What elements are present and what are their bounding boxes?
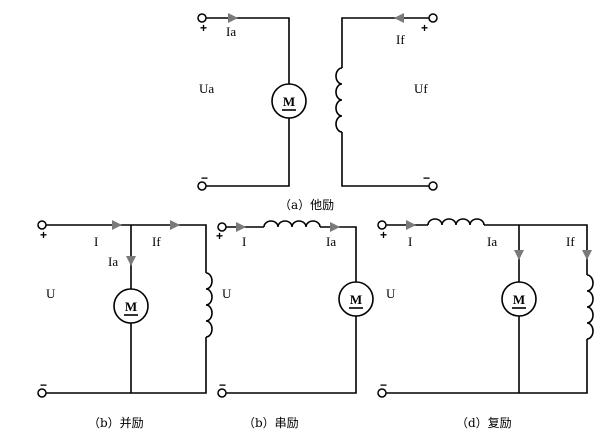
label-ia-a: Ia: [226, 24, 236, 39]
circuit-series-excitation: M + − I Ia U （b）串励: [216, 220, 374, 430]
shunt-field-winding: [205, 272, 213, 338]
plus-sign-d: +: [380, 228, 387, 242]
label-uf: Uf: [414, 81, 428, 96]
plus-sign-b2: +: [216, 229, 223, 243]
caption-a: （a）他励: [279, 198, 334, 212]
motor-label-a: M: [283, 94, 295, 109]
label-u-b1: U: [46, 286, 56, 301]
motor-label-b2: M: [350, 292, 362, 307]
field-positive-terminal: [428, 13, 438, 23]
circuit-shunt-excitation: M + − I If Ia U （b）并励: [37, 220, 213, 430]
motor-label-d: M: [513, 292, 525, 307]
minus-sign-d: −: [380, 378, 387, 392]
shunt-bottom-wire: [46, 337, 207, 394]
caption-b2: （b）串励: [243, 416, 299, 430]
label-ia-b1: Ia: [108, 254, 118, 269]
minus-sign-b1: −: [40, 378, 47, 392]
label-u-d: U: [386, 286, 396, 301]
series-negative-terminal: [217, 388, 227, 398]
caption-b1: （b）并励: [88, 416, 144, 430]
label-ia-d: Ia: [487, 234, 497, 249]
compound-if-arrow: [582, 250, 592, 260]
label-ia-b2: Ia: [326, 234, 336, 249]
motor-label-b1: M: [125, 299, 137, 314]
shunt-if-arrow: [170, 220, 180, 230]
label-i-b2: I: [242, 234, 246, 249]
shunt-negative-terminal: [37, 388, 47, 398]
compound-top-wire-right: [484, 224, 588, 275]
plus-sign-b1: +: [40, 228, 47, 242]
series-field-winding: [263, 220, 321, 228]
circuit-separate-excitation: M + − Ia Ua + − If Uf （a）他励: [197, 13, 438, 212]
field-negative-terminal: [428, 181, 438, 191]
circuit-compound-excitation: M + − I Ia If U （d）复励: [377, 218, 594, 430]
field-winding-a: [335, 67, 343, 133]
plus-sign-a1: +: [200, 21, 207, 35]
minus-sign-a1: −: [201, 171, 208, 185]
compound-series-winding: [427, 218, 485, 226]
compound-ia-arrow: [514, 250, 524, 260]
plus-sign-a2: +: [421, 21, 428, 35]
minus-sign-b2: −: [219, 378, 226, 392]
caption-d: （d）复励: [456, 416, 512, 430]
compound-bottom-wire: [386, 339, 588, 394]
minus-sign-a2: −: [423, 171, 430, 185]
armature-bottom-wire: [206, 118, 290, 187]
compound-negative-terminal: [377, 388, 387, 398]
label-if-b1: If: [152, 234, 161, 249]
series-i-arrow: [236, 222, 246, 232]
shunt-ia-arrow: [126, 256, 136, 266]
compound-shunt-winding: [586, 274, 594, 340]
shunt-i-arrow: [112, 220, 122, 230]
armature-top-wire: [206, 17, 290, 84]
field-bottom-wire: [341, 132, 429, 187]
label-ua: Ua: [199, 81, 214, 96]
series-ia-arrow: [330, 222, 340, 232]
label-if-a: If: [396, 32, 405, 47]
compound-i-arrow: [406, 220, 416, 230]
series-bottom-wire: [226, 316, 357, 394]
label-i-d: I: [408, 234, 412, 249]
ia-arrow: [228, 13, 238, 23]
label-if-d: If: [566, 234, 575, 249]
label-i-b1: I: [94, 234, 98, 249]
label-u-b2: U: [222, 286, 232, 301]
field-top-wire: [341, 17, 429, 68]
armature-negative-terminal: [197, 181, 207, 191]
if-arrow: [394, 13, 404, 23]
shunt-top-wire: [46, 224, 207, 273]
